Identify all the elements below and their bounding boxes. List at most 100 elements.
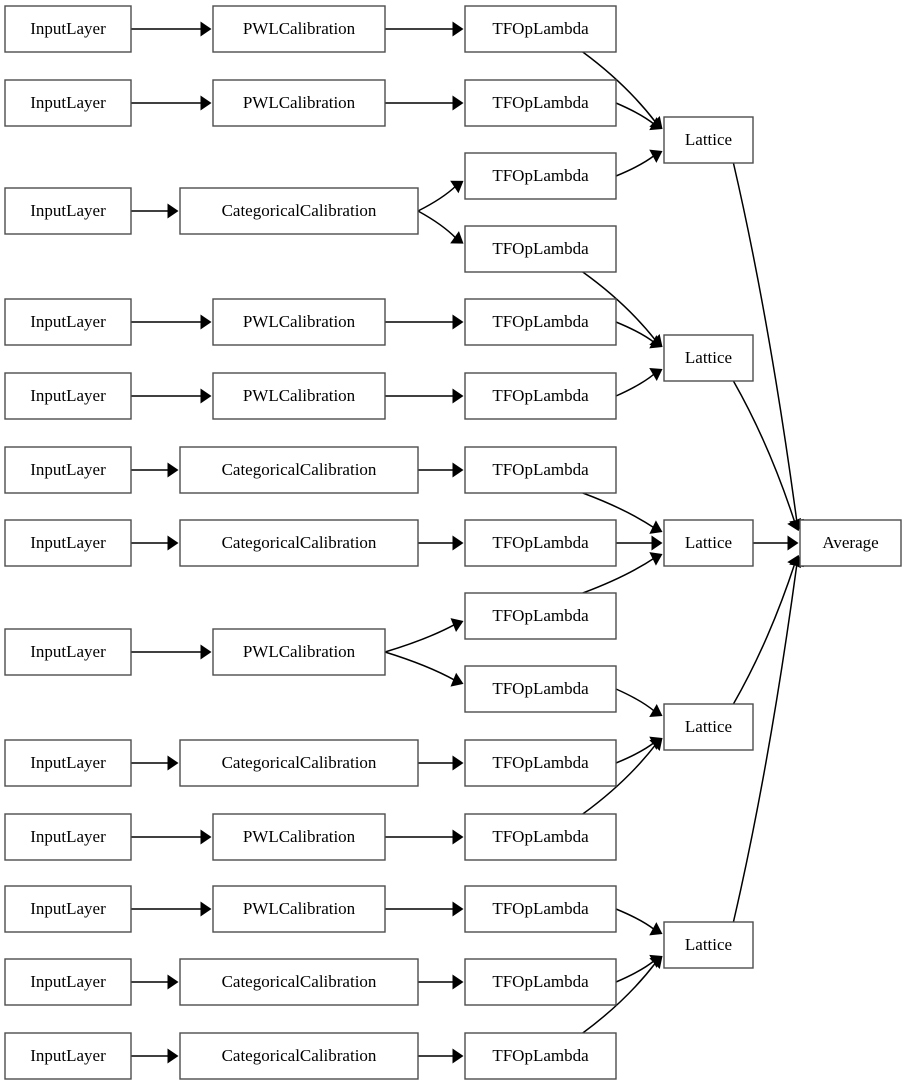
edge-line <box>732 380 796 523</box>
node-cal7[interactable]: CategoricalCalibration <box>179 519 419 567</box>
node-cal9[interactable]: CategoricalCalibration <box>179 739 419 787</box>
node-op7[interactable]: TFOpLambda <box>464 446 617 494</box>
edge-in13-to-cal13 <box>131 1048 179 1064</box>
edge-in12-to-cal12 <box>131 974 179 990</box>
node-label: Lattice <box>685 533 732 552</box>
edge-arrowhead <box>649 117 663 131</box>
edge-arrowhead <box>167 1048 179 1064</box>
node-cal10[interactable]: PWLCalibration <box>212 813 386 861</box>
node-label: InputLayer <box>30 460 106 479</box>
edge-op10-to-lat4 <box>615 688 663 717</box>
node-op11[interactable]: TFOpLambda <box>464 739 617 787</box>
node-avg[interactable]: Average <box>799 519 902 567</box>
edge-cal6-to-op7 <box>418 462 464 478</box>
edge-line <box>732 563 796 705</box>
node-label: InputLayer <box>30 533 106 552</box>
edge-arrowhead <box>200 21 212 37</box>
edge-cal3-to-op4 <box>417 210 464 244</box>
node-box <box>212 298 386 346</box>
node-in3[interactable]: InputLayer <box>4 187 132 235</box>
edge-op3-to-lat1 <box>615 149 663 177</box>
edge-arrowhead <box>200 901 212 917</box>
edge-line <box>582 557 655 594</box>
node-in7[interactable]: InputLayer <box>4 519 132 567</box>
node-op9[interactable]: TFOpLambda <box>464 592 617 640</box>
node-op15[interactable]: TFOpLambda <box>464 1032 617 1080</box>
node-cal6[interactable]: CategoricalCalibration <box>179 446 419 494</box>
edge-in3-to-cal3 <box>131 203 179 219</box>
edge-op9-to-lat3 <box>582 552 663 594</box>
edge-lat4-to-avg <box>732 555 801 705</box>
edge-in8-to-cal8 <box>131 644 212 660</box>
node-label: Lattice <box>685 130 732 149</box>
node-op4[interactable]: TFOpLambda <box>464 225 617 273</box>
node-in5[interactable]: InputLayer <box>4 372 132 420</box>
node-op5[interactable]: TFOpLambda <box>464 298 617 346</box>
node-cal11[interactable]: PWLCalibration <box>212 885 386 933</box>
node-label: Lattice <box>685 717 732 736</box>
node-op1[interactable]: TFOpLambda <box>464 5 617 53</box>
node-label: InputLayer <box>30 386 106 405</box>
node-label: Average <box>822 533 878 552</box>
node-in6[interactable]: InputLayer <box>4 446 132 494</box>
node-box <box>464 813 617 861</box>
node-cal2[interactable]: PWLCalibration <box>212 79 386 127</box>
node-cal3[interactable]: CategoricalCalibration <box>179 187 419 235</box>
node-in13[interactable]: InputLayer <box>4 1032 132 1080</box>
edge-cal3-to-op3 <box>417 180 464 212</box>
node-box <box>4 958 132 1006</box>
node-cal13[interactable]: CategoricalCalibration <box>179 1032 419 1080</box>
node-lat4[interactable]: Lattice <box>663 703 754 751</box>
node-box <box>4 298 132 346</box>
node-op12[interactable]: TFOpLambda <box>464 813 617 861</box>
node-box <box>4 79 132 127</box>
edge-arrowhead <box>452 462 464 478</box>
node-label: TFOpLambda <box>492 533 589 552</box>
node-box <box>4 446 132 494</box>
node-label: InputLayer <box>30 827 106 846</box>
edge-line <box>582 743 657 815</box>
node-lat2[interactable]: Lattice <box>663 334 754 382</box>
node-in9[interactable]: InputLayer <box>4 739 132 787</box>
node-cal5[interactable]: PWLCalibration <box>212 372 386 420</box>
node-box <box>212 5 386 53</box>
edge-arrowhead <box>167 974 179 990</box>
node-cal8[interactable]: PWLCalibration <box>212 628 386 676</box>
edge-arrowhead <box>787 535 799 551</box>
node-lat3[interactable]: Lattice <box>663 519 754 567</box>
node-in4[interactable]: InputLayer <box>4 298 132 346</box>
node-op2[interactable]: TFOpLambda <box>464 79 617 127</box>
node-in8[interactable]: InputLayer <box>4 628 132 676</box>
node-lat5[interactable]: Lattice <box>663 921 754 969</box>
node-op3[interactable]: TFOpLambda <box>464 152 617 200</box>
edge-op7-to-lat3 <box>582 492 663 534</box>
node-op10[interactable]: TFOpLambda <box>464 665 617 713</box>
node-lat1[interactable]: Lattice <box>663 116 754 164</box>
node-cal1[interactable]: PWLCalibration <box>212 5 386 53</box>
edge-line <box>615 321 656 344</box>
node-op6[interactable]: TFOpLambda <box>464 372 617 420</box>
node-op13[interactable]: TFOpLambda <box>464 885 617 933</box>
node-op14[interactable]: TFOpLambda <box>464 958 617 1006</box>
node-box <box>179 739 419 787</box>
node-op8[interactable]: TFOpLambda <box>464 519 617 567</box>
node-box <box>464 519 617 567</box>
node-in11[interactable]: InputLayer <box>4 885 132 933</box>
node-box <box>212 885 386 933</box>
node-in2[interactable]: InputLayer <box>4 79 132 127</box>
edge-in4-to-cal4 <box>131 314 212 330</box>
node-label: InputLayer <box>30 312 106 331</box>
node-box <box>799 519 902 567</box>
node-in12[interactable]: InputLayer <box>4 958 132 1006</box>
edge-arrowhead <box>649 922 663 936</box>
edge-cal11-to-op13 <box>385 901 464 917</box>
node-cal12[interactable]: CategoricalCalibration <box>179 958 419 1006</box>
node-box <box>464 739 617 787</box>
node-in1[interactable]: InputLayer <box>4 5 132 53</box>
edge-arrowhead <box>450 180 464 194</box>
node-cal4[interactable]: PWLCalibration <box>212 298 386 346</box>
node-in10[interactable]: InputLayer <box>4 813 132 861</box>
edge-op6-to-lat2 <box>615 368 663 397</box>
edge-line <box>582 961 657 1034</box>
